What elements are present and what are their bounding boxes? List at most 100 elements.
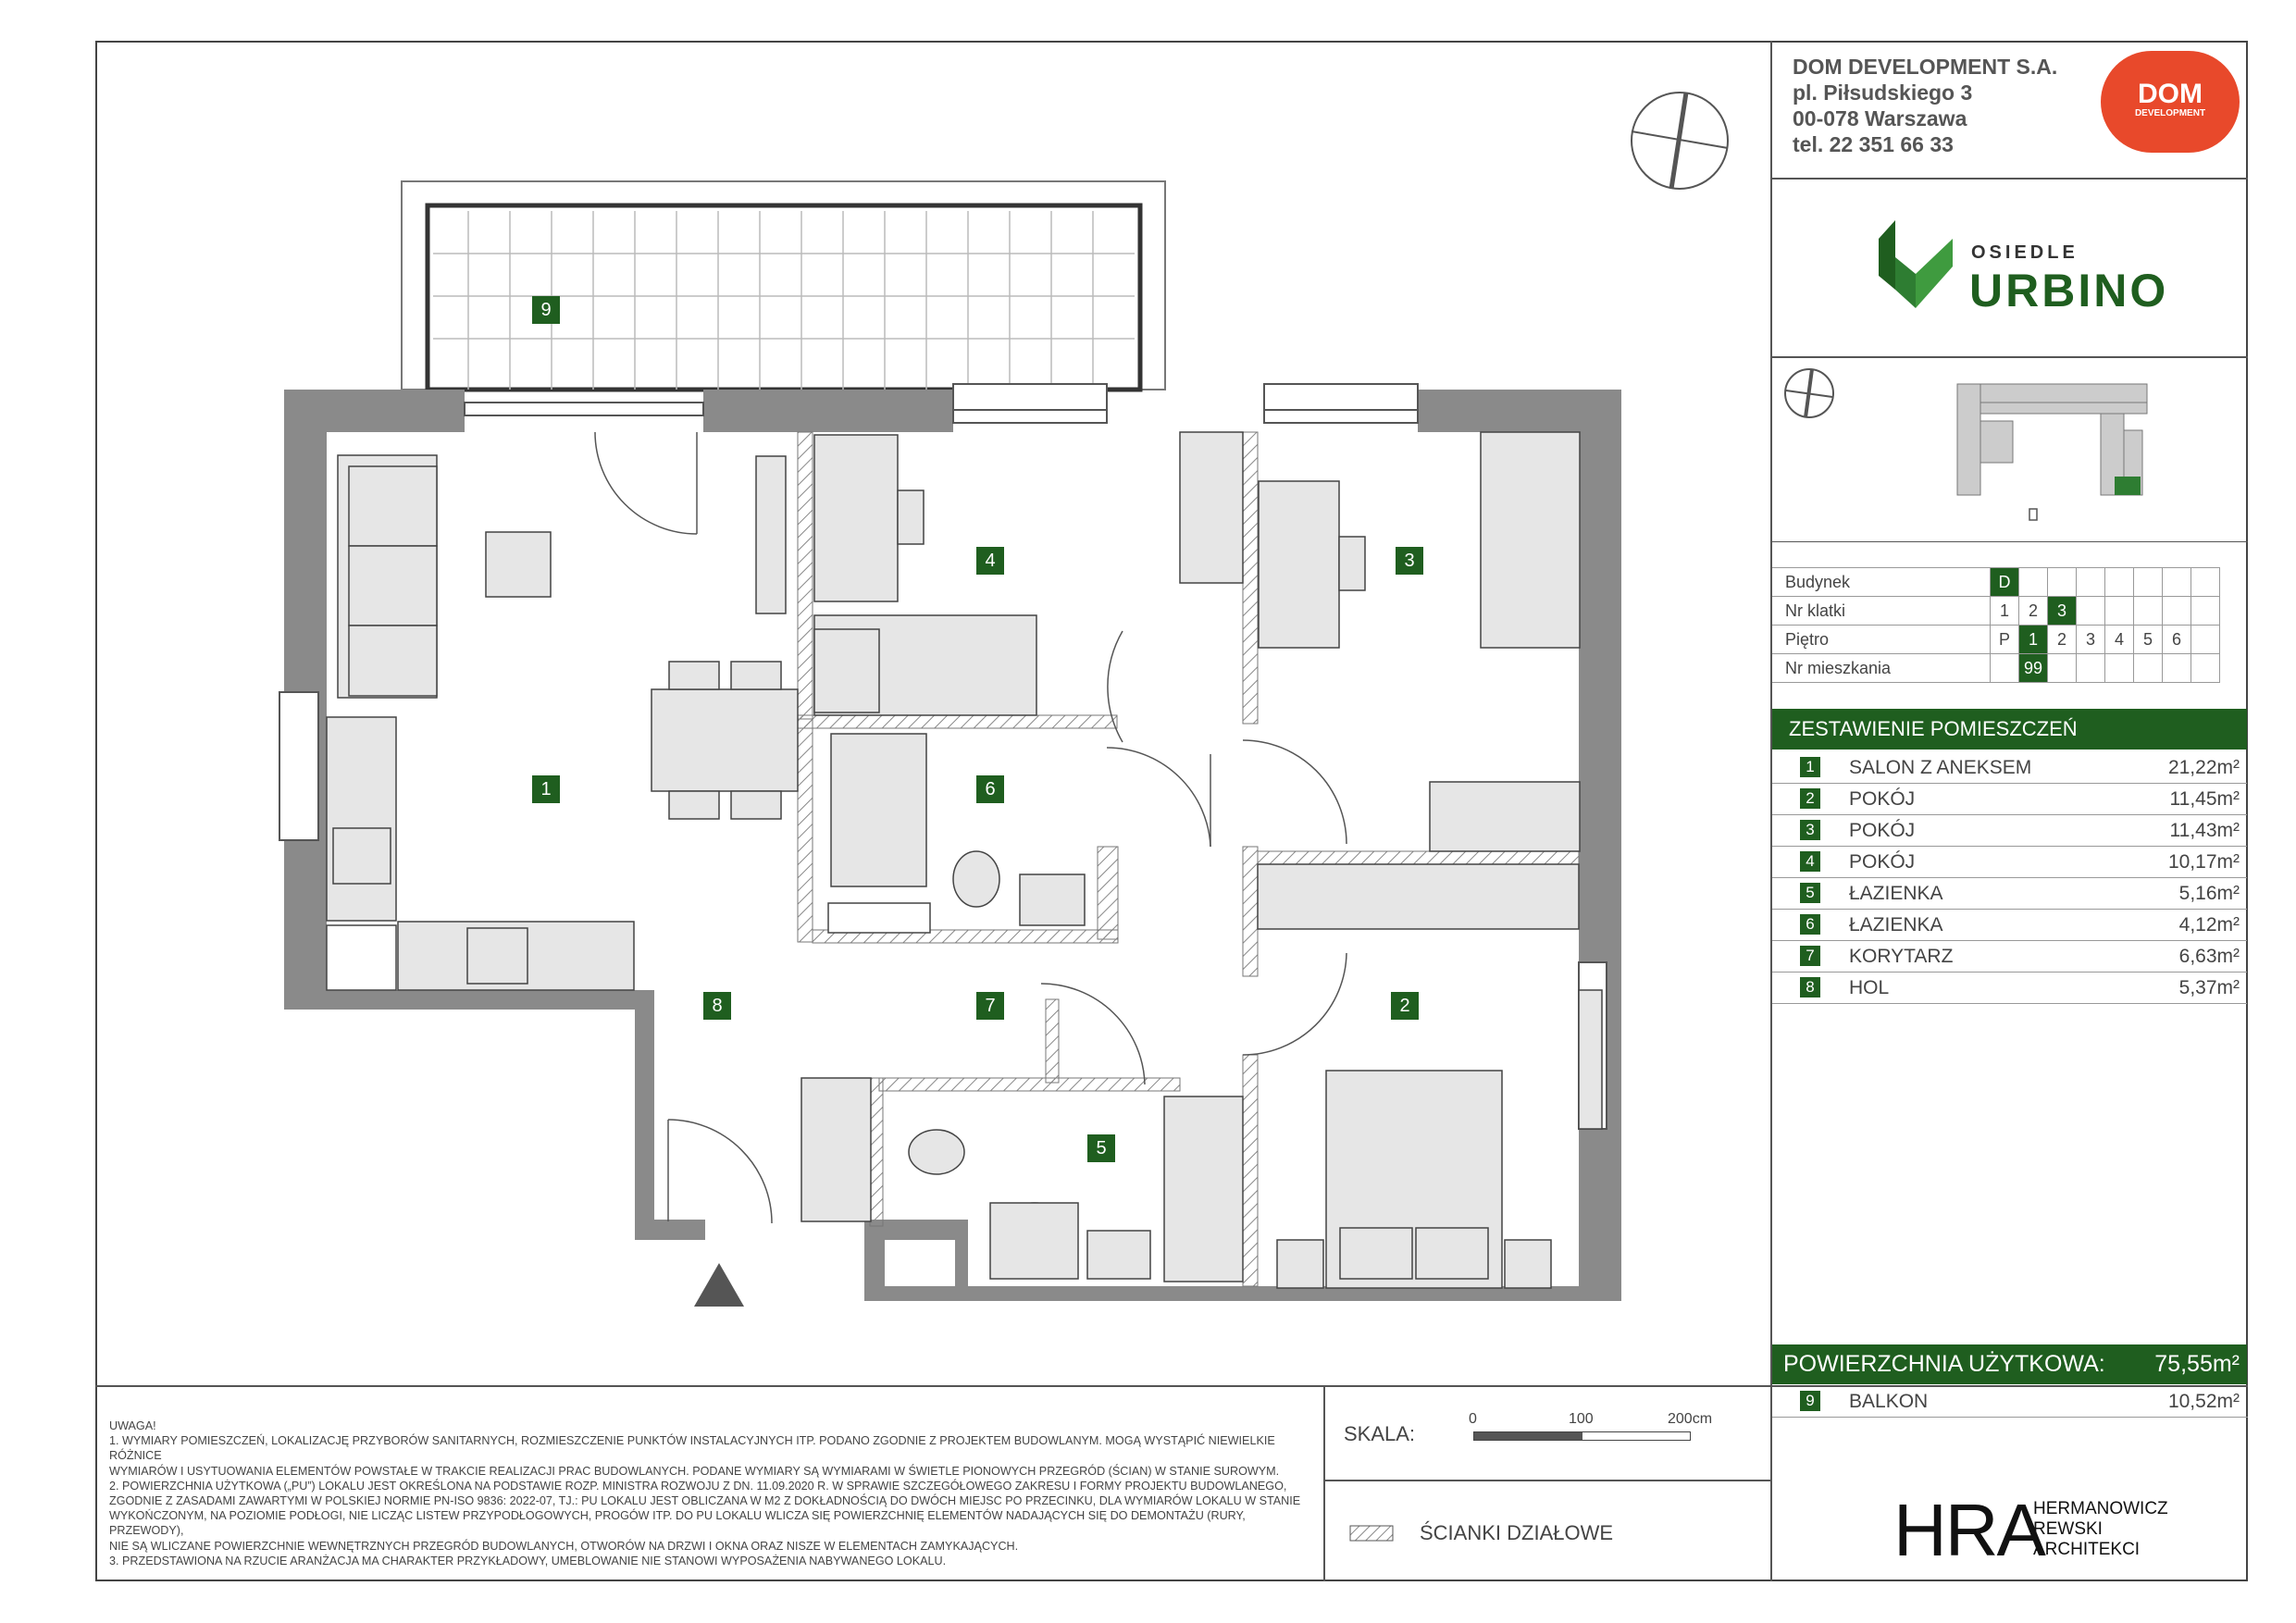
hatch-legend-swatch (1349, 1525, 1394, 1542)
note-line: NIE SĄ WLICZANE POWIERZCHNIE WEWNĘTRZNYC… (109, 1539, 1019, 1553)
key-plan (1784, 368, 2148, 521)
architect-line-2: REWSKI (2033, 1519, 2103, 1539)
hatch-legend-label: ŚCIANKI DZIAŁOWE (1420, 1521, 1614, 1544)
room-number: 4 (1800, 851, 1820, 872)
room-number: 8 (1800, 977, 1820, 997)
room-name: ŁAZIENKA (1849, 883, 1943, 904)
panel-divider-vertical (1770, 41, 1772, 1389)
plan-label-1: 1 (532, 775, 560, 803)
floor-6: 6 (2162, 625, 2191, 654)
company-phone: tel. 22 351 66 33 (1793, 132, 1954, 156)
balcony-row: 9 BALKON 10,52m² (1772, 1385, 2247, 1417)
staircase-3: 3 (2047, 596, 2077, 626)
plan-label-8: 8 (703, 992, 731, 1020)
drawing-frame (95, 41, 2248, 1581)
room-area: 4,12m² (2178, 914, 2240, 935)
scale-label: SKALA: (1344, 1422, 1416, 1445)
room-number: 5 (1800, 883, 1820, 903)
room-name: POKÓJ (1849, 851, 1916, 873)
logo-divider-vertical (1770, 1385, 1772, 1581)
bottom-divider (95, 1385, 2248, 1387)
usable-area-value: 75,55m² (2154, 1351, 2240, 1377)
room-row: 4 POKÓJ 10,17m² (1772, 846, 2247, 878)
company-name: DOM DEVELOPMENT S.A. (1793, 55, 2058, 79)
architect-name: HERMANOWICZ REWSKI ARCHITEKCI (2033, 1499, 2168, 1560)
floor-2: 2 (2047, 625, 2077, 654)
plan-label-2: 2 (1391, 992, 1419, 1020)
room-number: 9 (1800, 1391, 1820, 1411)
plan-label-6: 6 (976, 775, 1004, 803)
logo-text-dom: DOM (2138, 79, 2203, 109)
room-area: 5,37m² (2178, 977, 2240, 998)
room-name: SALON Z ANEKSEM (1849, 757, 2032, 778)
building-value: D (1990, 567, 2019, 597)
room-name: ŁAZIENKA (1849, 914, 1943, 935)
floor-label: Piętro (1772, 625, 1991, 654)
room-row: 3 POKÓJ 11,43m² (1772, 814, 2247, 847)
floor-plan (279, 92, 1729, 1307)
rooms-summary-title: ZESTAWIENIE POMIESZCZEŃ (1772, 709, 2247, 750)
dom-development-logo: DOM DEVELOPMENT (2101, 51, 2240, 153)
room-name: KORYTARZ (1849, 946, 1954, 967)
furniture (326, 431, 1603, 1289)
scale-tick-200: 200cm (1668, 1411, 1713, 1427)
plan-label-9: 9 (532, 296, 560, 324)
floor-5: 5 (2133, 625, 2163, 654)
note-line: 2. POWIERZCHNIA UŻYTKOWA („PU”) LOKALU J… (109, 1479, 1287, 1493)
plan-label-5: 5 (1087, 1134, 1115, 1162)
room-number: 7 (1800, 946, 1820, 966)
architect-line-1: HERMANOWICZ (2033, 1499, 2168, 1518)
balcony (401, 180, 1166, 392)
note-line: WYMIARÓW I USYTUOWANIA ELEMENTÓW POWSTAŁ… (109, 1464, 1280, 1478)
scale-divider-horizontal (1323, 1480, 1771, 1481)
usable-area-label: POWIERZCHNIA UŻYTKOWA: (1783, 1351, 2105, 1377)
scale-divider-vertical (1323, 1385, 1325, 1581)
panel-divider-1 (1770, 178, 2248, 180)
architect-line-3: ARCHITEKCI (2033, 1540, 2141, 1559)
note-line: ZGODNIE Z ZASADAMI ZAWARTYMI W POLSKIEJ … (109, 1494, 1301, 1508)
room-area: 6,63m² (2178, 946, 2240, 967)
unit-info-table: Budynek D Nr klatki 1 2 3 Piętro P 1 2 3… (1772, 567, 2220, 683)
room-row: 7 KORYTARZ 6,63m² (1772, 940, 2247, 973)
architect-logo: HRA (1893, 1489, 2046, 1571)
floor-1: 1 (2018, 625, 2048, 654)
room-area: 11,43m² (2169, 820, 2240, 841)
room-number: 6 (1800, 914, 1820, 935)
flat-label: Nr mieszkania (1772, 653, 1991, 683)
doors (594, 431, 1347, 1224)
north-compass (1631, 92, 1729, 190)
floor-3: 3 (2076, 625, 2105, 654)
room-row: 1 SALON Z ANEKSEM 21,22m² (1772, 751, 2247, 784)
building-label: Budynek (1772, 567, 1991, 597)
room-row: 8 HOL 5,37m² (1772, 972, 2247, 1004)
room-number: 2 (1800, 788, 1820, 809)
room-name: BALKON (1849, 1391, 1929, 1412)
company-address: DOM DEVELOPMENT S.A. pl. Piłsudskiego 3 … (1793, 54, 2057, 157)
flat-value: 99 (2018, 653, 2048, 683)
note-line: WYKOŃCZONYM, NA POZIOMIE PODŁOGI, NIE LI… (109, 1509, 1246, 1538)
panel-divider-2 (1770, 356, 2248, 358)
plan-label-7: 7 (976, 992, 1004, 1020)
room-area: 5,16m² (2178, 883, 2240, 904)
staircase-label: Nr klatki (1772, 596, 1991, 626)
notes: UWAGA! 1. WYMIARY POMIESZCZEŃ, LOKALIZAC… (109, 1419, 1312, 1568)
balcony-divider (1770, 1417, 2248, 1418)
room-row: 6 ŁAZIENKA 4,12m² (1772, 909, 2247, 941)
scale-bar-filled (1474, 1432, 1582, 1440)
note-line: 3. PRZEDSTAWIONA NA RZUCIE ARANŻACJA MA … (109, 1554, 947, 1567)
room-row: 5 ŁAZIENKA 5,16m² (1772, 877, 2247, 910)
room-name: POKÓJ (1849, 788, 1916, 810)
room-number: 1 (1800, 757, 1820, 777)
room-area: 11,45m² (2169, 788, 2240, 810)
floor-p: P (1990, 625, 2019, 654)
staircase-1: 1 (1990, 596, 2019, 626)
project-name: URBINO (1969, 265, 2169, 316)
company-street: pl. Piłsudskiego 3 (1793, 81, 1973, 105)
panel-divider-3 (1770, 541, 2248, 542)
scale-tick-100: 100 (1569, 1411, 1594, 1427)
notes-title: UWAGA! (109, 1419, 156, 1432)
note-line: 1. WYMIARY POMIESZCZEŃ, LOKALIZACJĘ PRZY… (109, 1434, 1275, 1463)
room-area: 10,17m² (2167, 851, 2240, 873)
project-prefix: OSIEDLE (1971, 242, 2079, 263)
scale-bar (1473, 1431, 1691, 1441)
